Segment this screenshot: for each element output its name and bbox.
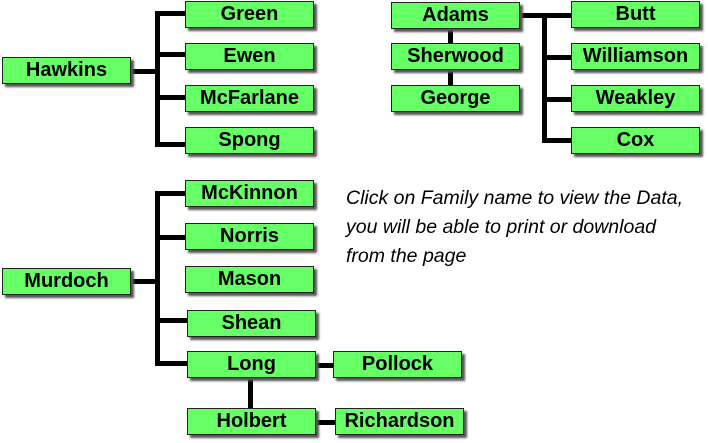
family-butt[interactable]: Butt (571, 1, 700, 28)
connector (131, 69, 160, 74)
family-williamson[interactable]: Williamson (571, 43, 700, 70)
connector (155, 191, 186, 196)
connector (317, 363, 334, 368)
family-norris[interactable]: Norris (185, 223, 314, 250)
connector (155, 11, 160, 147)
family-mckinnon[interactable]: McKinnon (185, 180, 314, 207)
family-shean[interactable]: Shean (187, 310, 316, 337)
connector (155, 191, 160, 366)
family-adams[interactable]: Adams (391, 2, 520, 29)
family-hawkins[interactable]: Hawkins (2, 57, 131, 84)
family-long[interactable]: Long (187, 351, 316, 378)
family-murdoch[interactable]: Murdoch (2, 268, 131, 295)
family-richardson[interactable]: Richardson (335, 408, 464, 435)
connector (542, 13, 547, 143)
family-mcfarlane[interactable]: McFarlane (185, 85, 314, 112)
connector (155, 52, 186, 57)
connector (155, 95, 186, 100)
family-weakley[interactable]: Weakley (571, 85, 700, 112)
connector (542, 97, 572, 102)
connector (155, 318, 188, 323)
connector (155, 235, 186, 240)
connector (155, 11, 186, 16)
family-green[interactable]: Green (185, 1, 314, 28)
connector (317, 420, 336, 425)
connector (542, 138, 572, 143)
family-ewen[interactable]: Ewen (185, 43, 314, 70)
family-mason[interactable]: Mason (185, 266, 314, 293)
connector (155, 142, 186, 147)
family-george[interactable]: George (391, 85, 520, 112)
connector (248, 379, 253, 409)
connector (542, 55, 572, 60)
connector (131, 279, 160, 284)
family-cox[interactable]: Cox (571, 127, 700, 154)
family-pollock[interactable]: Pollock (333, 351, 462, 378)
family-spong[interactable]: Spong (185, 127, 314, 154)
instructions-text: Click on Family name to view the Data, y… (346, 187, 684, 267)
family-holbert[interactable]: Holbert (187, 408, 316, 435)
family-sherwood[interactable]: Sherwood (391, 43, 520, 70)
connector (155, 361, 188, 366)
